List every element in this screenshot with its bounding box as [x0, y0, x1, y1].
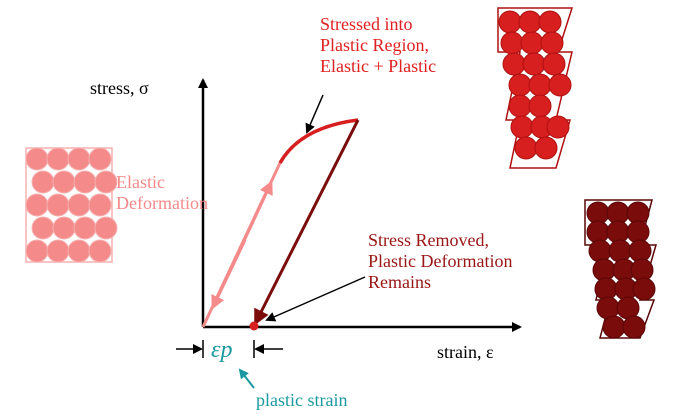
plastic-loaded-atom-block [497, 7, 574, 169]
plastic-region-curve [278, 118, 359, 164]
atom [546, 115, 570, 139]
plastic-strain-arrow [238, 368, 255, 389]
plastic-strain-label: plastic strain [256, 390, 348, 410]
atom [88, 147, 112, 171]
residual-strain-point [249, 321, 259, 331]
atom [52, 170, 76, 194]
atom [67, 147, 91, 171]
atom [46, 239, 70, 263]
atom [608, 239, 632, 263]
atom [94, 216, 118, 240]
atom [508, 73, 532, 97]
atom [73, 170, 97, 194]
atom [602, 315, 626, 339]
atom [67, 239, 91, 263]
atom [52, 216, 76, 240]
removed-callout-arrow [265, 276, 366, 322]
atom [500, 31, 524, 55]
atom [46, 147, 70, 171]
elastic-atom-block [25, 147, 118, 263]
atom [73, 216, 97, 240]
atom [67, 193, 91, 217]
unloading-line [254, 119, 360, 326]
atom [498, 10, 522, 34]
atom [542, 52, 566, 76]
atom [534, 136, 558, 160]
atom [508, 94, 532, 118]
atom [46, 193, 70, 217]
atom [514, 136, 538, 160]
lattice-outline [25, 147, 113, 263]
atom [632, 277, 656, 301]
atom [88, 193, 112, 217]
atom [31, 216, 55, 240]
atom [538, 10, 562, 34]
stressed-label: Stressed into Plastic Region, Elastic + … [320, 14, 437, 77]
x-axis-label: strain, ε [437, 342, 494, 362]
atom [522, 52, 546, 76]
atom [31, 170, 55, 194]
atom [520, 31, 544, 55]
y-axis-label: stress, σ [90, 78, 149, 98]
atom [528, 73, 552, 97]
atom [25, 147, 49, 171]
atom [25, 193, 49, 217]
atom [518, 10, 542, 34]
elastic-down-arrow [211, 239, 247, 310]
stress-removed-label: Stress Removed, Plastic Deformation Rema… [368, 230, 513, 293]
atom [548, 73, 572, 97]
atom [88, 239, 112, 263]
atom [540, 31, 564, 55]
atom [94, 170, 118, 194]
elastic-deformation-label: Elastic Deformation [116, 172, 208, 214]
atom [622, 315, 646, 339]
plastic-unloaded-atom-block [584, 199, 657, 339]
epsilon-p-label: εp [211, 337, 233, 363]
atom [528, 94, 552, 118]
atom [510, 115, 534, 139]
atom [25, 239, 49, 263]
atom [588, 239, 612, 263]
stressed-callout-arrow [305, 94, 324, 134]
atom [502, 52, 526, 76]
